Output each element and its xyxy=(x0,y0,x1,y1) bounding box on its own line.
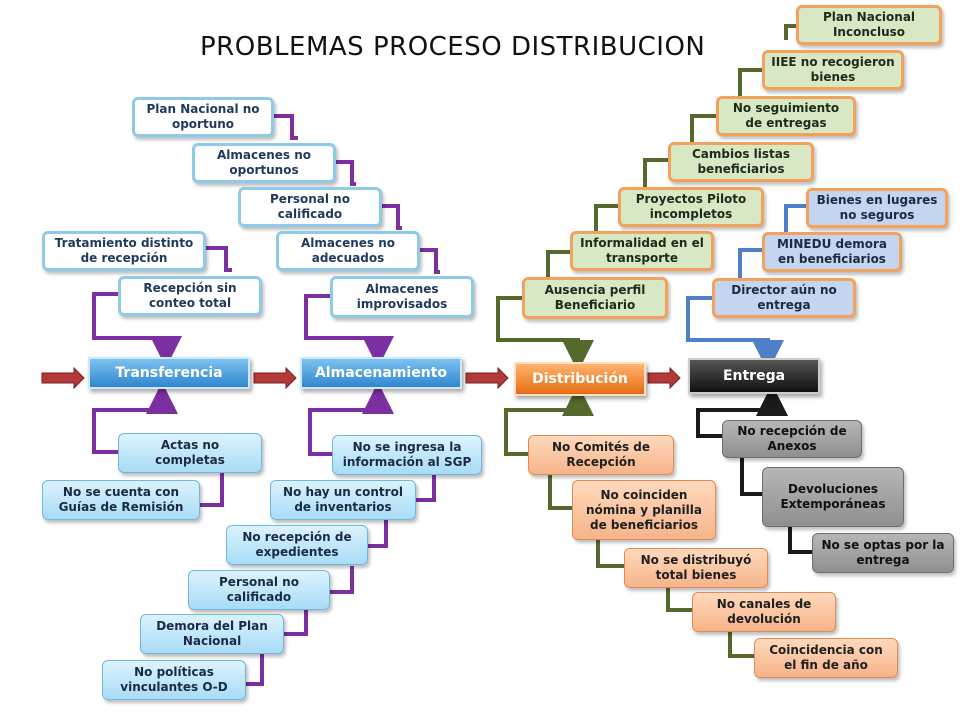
cause-box: No seguimiento de entregas xyxy=(716,96,856,136)
entrega-bottom-connectors xyxy=(696,384,812,554)
cause-box: Demora del Plan Nacional xyxy=(140,614,284,654)
cause-box: No se optas por la entrega xyxy=(812,533,954,573)
cause-box: Ausencia perfil Beneficiario xyxy=(522,277,668,319)
cause-box: MINEDU demora en beneficiarios xyxy=(762,232,902,272)
cause-box: Personal no calificado xyxy=(238,187,382,227)
cause-box: No se distribuyó total bienes xyxy=(624,548,768,588)
page-title: PROBLEMAS PROCESO DISTRIBUCION xyxy=(200,32,706,62)
almacenamiento-bottom-connectors xyxy=(246,382,436,686)
cause-box: Informalidad en el transporte xyxy=(570,231,714,271)
stage-transferencia: Transferencia xyxy=(88,357,250,389)
cause-box: Almacenes no adecuados xyxy=(276,231,420,271)
cause-box: Devoluciones Extemporáneas xyxy=(762,467,904,527)
cause-box: Coincidencia con el fin de año xyxy=(754,638,898,678)
almacenamiento-top-connectors xyxy=(272,114,440,368)
cause-box: Director aún no entrega xyxy=(712,278,856,318)
cause-box: No políticas vinculantes O-D xyxy=(102,660,246,700)
flow-arrow-2 xyxy=(253,366,297,390)
cause-box: Bienes en lugares no seguros xyxy=(806,188,948,228)
cause-box: Personal no calificado xyxy=(188,570,330,610)
cause-box: Almacenes improvisados xyxy=(330,276,474,318)
cause-box: Recepción sin conteo total xyxy=(118,276,262,316)
stage-entrega: Entrega xyxy=(688,358,820,394)
stage-distribucion: Distribución xyxy=(514,362,646,396)
stage-almacenamiento: Almacenamiento xyxy=(300,357,462,389)
cause-box: Tratamiento distinto de recepción xyxy=(42,231,206,271)
distribucion-bottom-connectors xyxy=(504,384,754,658)
cause-box: No canales de devolución xyxy=(692,592,836,632)
transferencia-top-connectors xyxy=(92,246,232,368)
cause-box: No recepción de Anexos xyxy=(722,420,862,458)
cause-box: Plan Nacional no oportuno xyxy=(132,97,274,137)
cause-box: No Comités de Recepción xyxy=(528,435,674,475)
cause-box: Almacenes no oportunos xyxy=(192,143,336,183)
flow-arrows xyxy=(41,366,681,390)
flow-arrow-1 xyxy=(41,366,85,390)
transferencia-bottom-connectors xyxy=(92,382,224,507)
cause-box: IIEE no recogieron bienes xyxy=(762,50,904,90)
cause-box: Proyectos Piloto incompletos xyxy=(618,187,764,227)
cause-box: No hay un control de inventarios xyxy=(270,480,416,520)
cause-box: No se ingresa la información al SGP xyxy=(332,435,482,475)
cause-box: No recepción de expedientes xyxy=(226,525,368,565)
distribucion-top-connectors xyxy=(496,24,796,372)
flow-arrow-3 xyxy=(465,366,509,390)
cause-box: Actas no completas xyxy=(118,433,262,473)
cause-box: Cambios listas beneficiarios xyxy=(668,142,814,182)
flow-arrow-4 xyxy=(647,366,681,390)
cause-box: No coinciden nómina y planilla de benefi… xyxy=(572,480,716,540)
cause-box: Plan Nacional Inconcluso xyxy=(796,5,942,45)
cause-box: No se cuenta con Guías de Remisión xyxy=(42,480,200,520)
